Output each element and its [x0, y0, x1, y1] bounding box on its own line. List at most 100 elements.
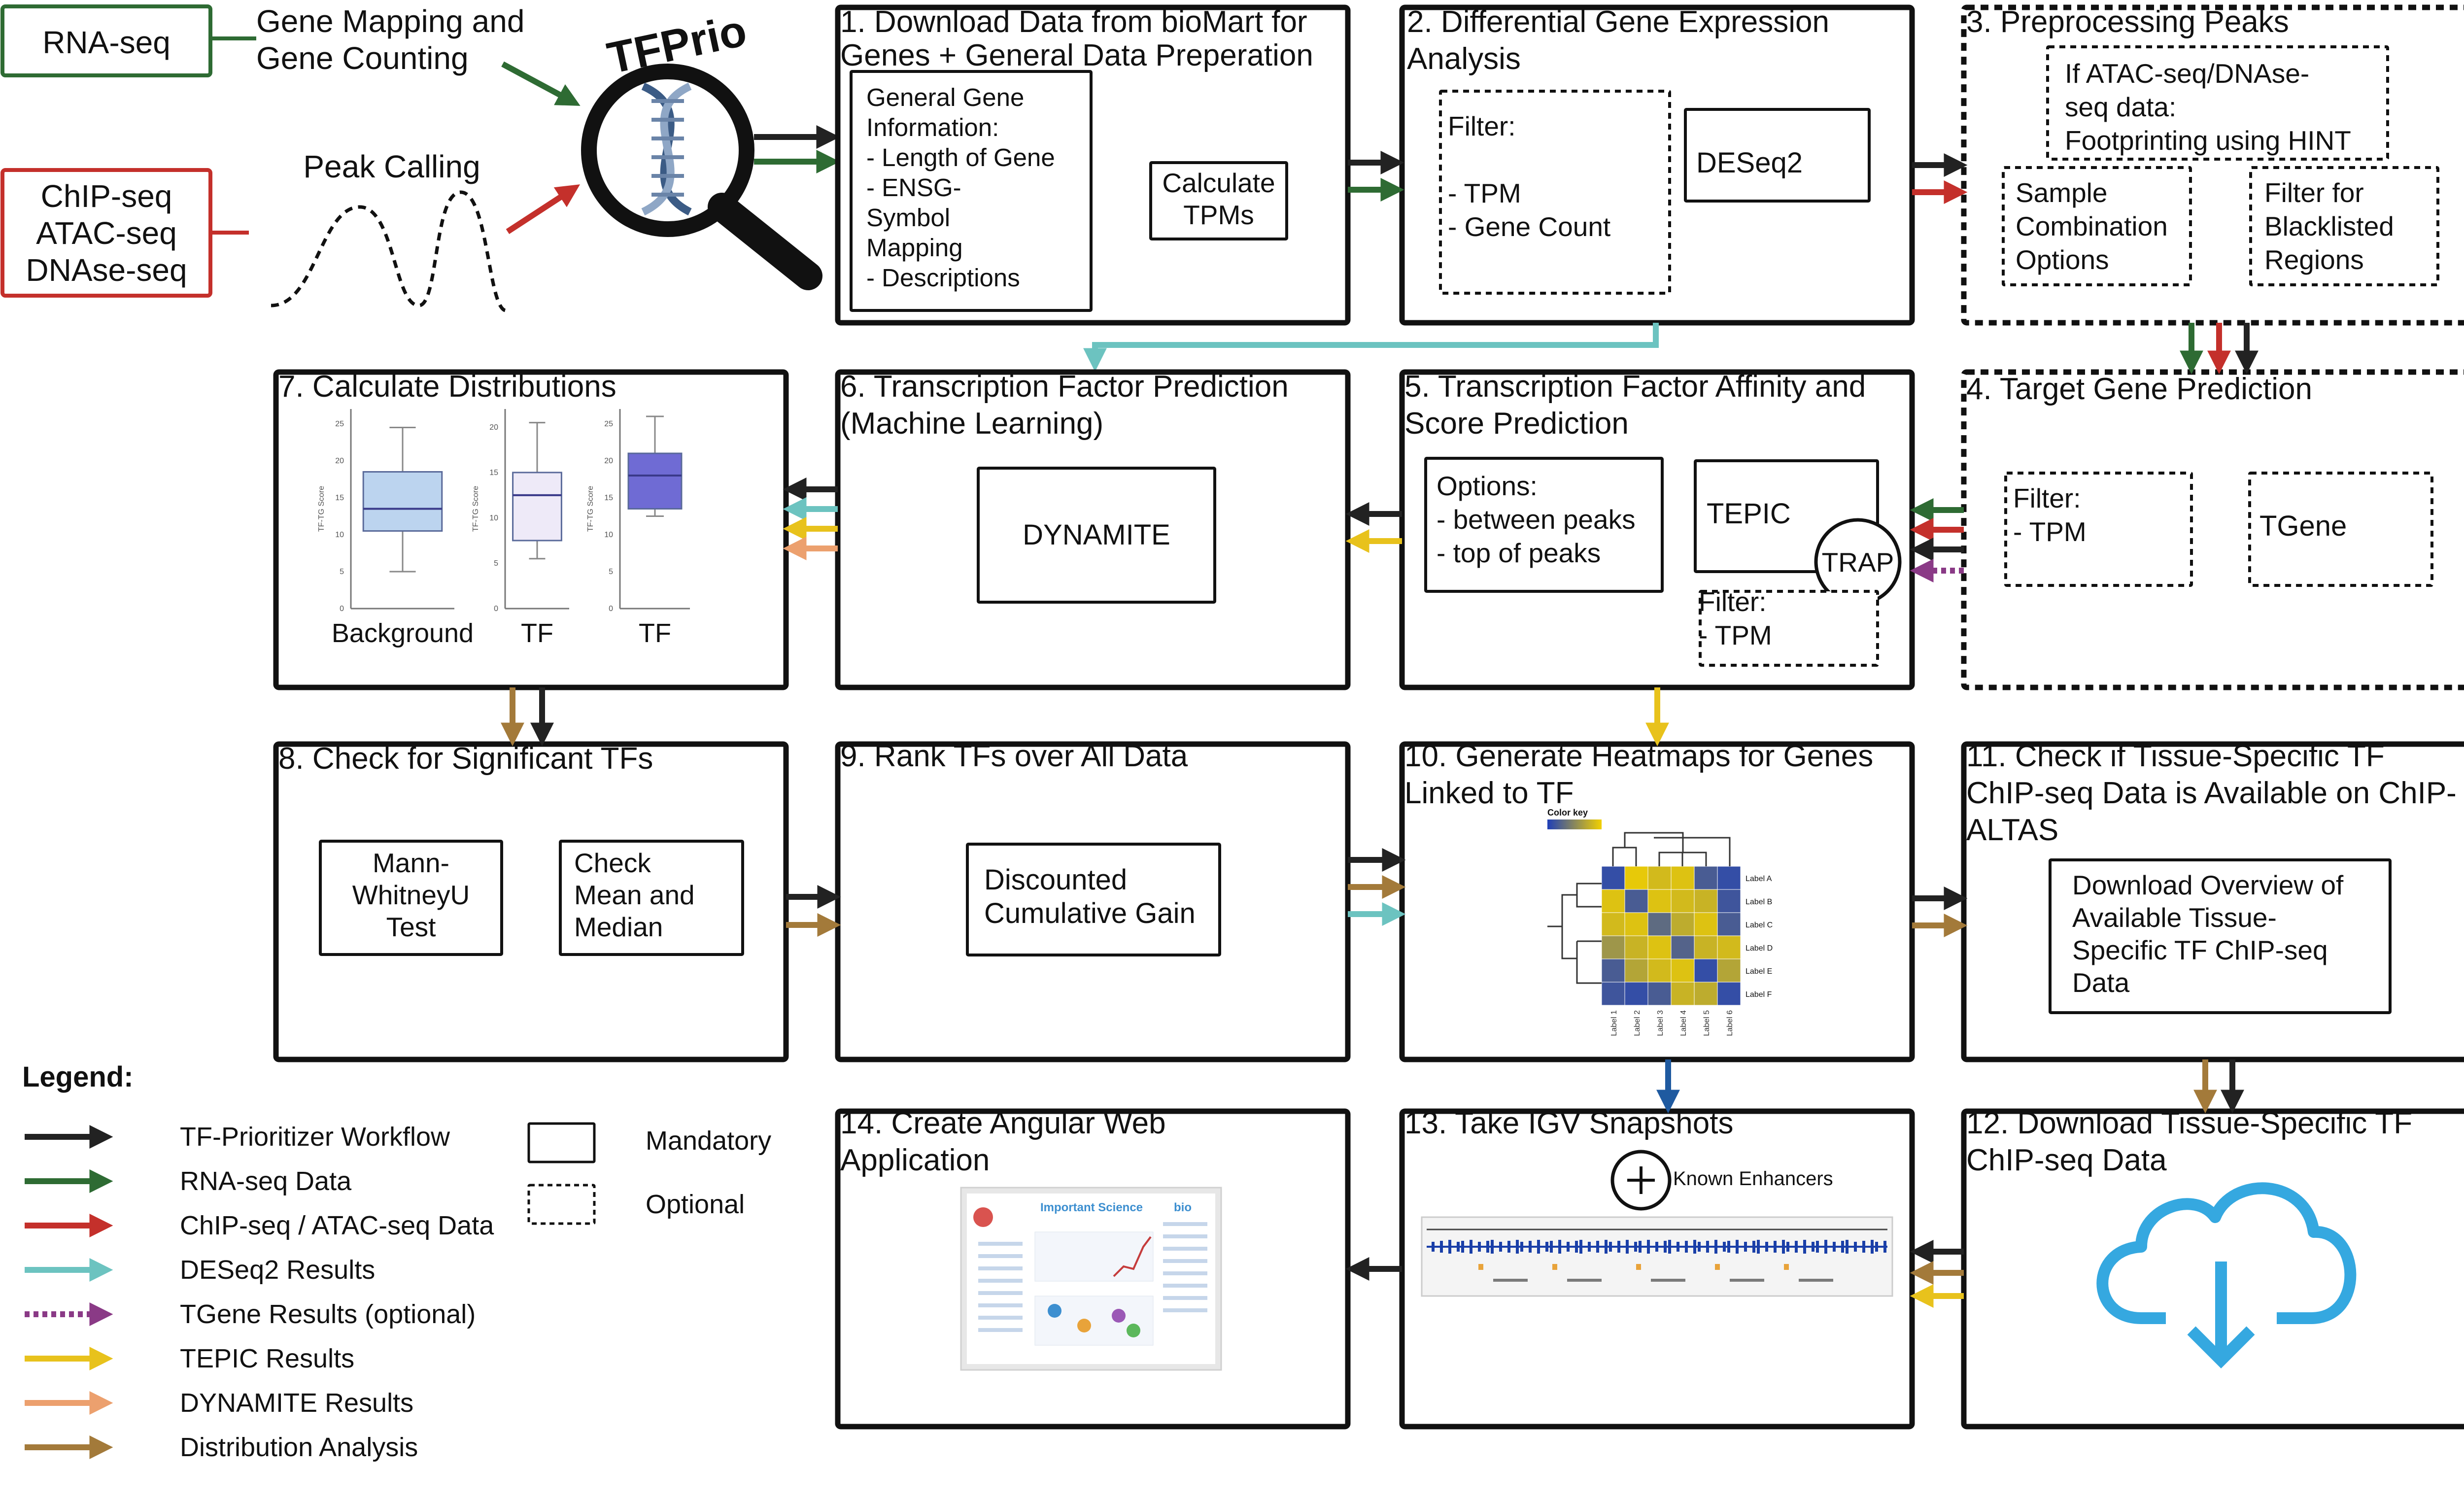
deseq2-box	[1684, 108, 1871, 203]
heatmap-cell	[1624, 866, 1648, 890]
calc-tpm-text-line: Calculate	[1162, 168, 1275, 198]
gene-info-box	[850, 70, 1093, 312]
deg-filter-text-line: - TPM	[1448, 178, 1521, 208]
heatmap-cell	[1671, 866, 1695, 890]
magnifier-handle	[708, 193, 822, 290]
legend-item-label: TEPIC Results	[180, 1344, 354, 1373]
gene-info-text-line: - ENSG-	[866, 173, 961, 202]
igv-exon	[1647, 1240, 1650, 1254]
igv-exon	[1634, 1242, 1637, 1252]
gene-mapping-label-line: Gene Counting	[256, 40, 469, 76]
gene-info-text-line: General Gene	[866, 83, 1024, 111]
step8-title: 8. Check for Significant TFs	[278, 742, 653, 776]
igv-exon	[1520, 1242, 1523, 1252]
igv-snapshot	[1421, 1216, 1893, 1297]
arrow-peak-to-logo	[506, 184, 581, 235]
igv-exon	[1774, 1241, 1777, 1253]
heatmap-col-label: Label 4	[1679, 1010, 1688, 1036]
chip-label-line: ChIP-seq	[41, 178, 172, 214]
igv-exon	[1862, 1241, 1865, 1253]
dist-tick-label: 15	[335, 494, 344, 502]
igv-exon	[1448, 1240, 1451, 1254]
dist-tick-label: 25	[604, 420, 613, 428]
step12-box	[1961, 1108, 2464, 1430]
igv-exon	[1605, 1240, 1608, 1254]
heatmap-cell	[1671, 889, 1695, 913]
step1-title-line: 1. Download Data from bioMart for	[840, 5, 1307, 39]
heatmap-cell	[1717, 889, 1741, 913]
heatmap-cell	[1647, 866, 1672, 890]
heatmap-cell	[1717, 982, 1741, 1006]
heatmap-cell	[1601, 912, 1625, 936]
poster-text-line	[978, 1266, 1023, 1270]
cloud-download-icon	[2096, 1182, 2357, 1324]
step13-title-line: 13. Take IGV Snapshots	[1404, 1106, 1734, 1140]
heatmap-row-label: Label E	[1745, 967, 1772, 976]
igv-exon	[1491, 1240, 1494, 1254]
dist-label: TF	[639, 618, 671, 648]
heatmap-cell	[1717, 935, 1741, 959]
heatmap-col-label: Label 5	[1703, 1010, 1711, 1036]
chip-atlas-text-line: Specific TF ChIP-seq	[2072, 935, 2328, 965]
igv-exon	[1752, 1241, 1755, 1253]
dist-tick-label: 0	[609, 605, 613, 613]
igv-exon	[1677, 1242, 1679, 1252]
legend-optional-swatch	[527, 1184, 596, 1225]
dist-label: TF	[521, 618, 553, 648]
hint-text-line: If ATAC-seq/DNAse-	[2065, 58, 2309, 89]
igv-exon	[1457, 1242, 1460, 1252]
igv-exon	[1440, 1241, 1443, 1253]
sample-options-text-line: Combination	[2016, 211, 2168, 241]
colorkey-label: Color key	[1547, 808, 1588, 818]
igv-exon	[1816, 1241, 1819, 1253]
igv-exon	[1507, 1241, 1510, 1253]
igv-exon	[1609, 1242, 1612, 1252]
legend-item-label: TF-Prioritizer Workflow	[180, 1122, 450, 1152]
chip-atlas-text-line: Available Tissue-	[2072, 902, 2277, 933]
deg-filter-text-line: Filter:	[1448, 111, 1516, 141]
poster-text-line	[978, 1279, 1023, 1283]
step5-title: 5. Transcription Factor Affinity andScor…	[1404, 370, 1866, 441]
dist-tick-label: 5	[609, 568, 613, 576]
step11-title-line: ALTAS	[1966, 813, 2058, 847]
igv-exon	[1812, 1242, 1814, 1252]
dist-tick-label: 25	[335, 420, 344, 428]
step2-title-line: Analysis	[1407, 42, 1521, 76]
blacklist-text-line: Regions	[2264, 244, 2364, 275]
igv-peak-label	[1493, 1279, 1528, 1282]
sample-options-text-line: Sample	[2016, 177, 2107, 208]
poster-figure	[1034, 1231, 1154, 1282]
heatmap-row-label: Label D	[1745, 944, 1773, 953]
sample-options-text-line: Options	[2016, 244, 2109, 275]
heatmap-col-label: Label 6	[1726, 1010, 1734, 1036]
mannwhitney-text-line: Mann-	[373, 848, 449, 878]
target-filter-text-line: - TPM	[2013, 516, 2087, 547]
mean-median-text-line: Check	[574, 848, 651, 878]
target-filter-box	[2004, 472, 2193, 587]
igv-exon	[1575, 1241, 1578, 1253]
igv-exon	[1846, 1240, 1848, 1254]
igv-exon	[1883, 1241, 1886, 1253]
heatmap-cell	[1717, 866, 1741, 890]
poster-dot	[1048, 1304, 1061, 1318]
tepic-label: TEPIC	[1707, 498, 1791, 530]
tepic-filter-text-line: Filter:	[1699, 586, 1767, 617]
igv-exon	[1706, 1241, 1709, 1253]
step6-title: 6. Transcription Factor Prediction(Machi…	[840, 370, 1289, 441]
dynamite-box	[977, 467, 1216, 604]
heatmap-cell	[1647, 958, 1672, 983]
poster-text-line	[978, 1291, 1023, 1295]
chip-atlas-text-line: Data	[2072, 967, 2130, 998]
dist-tick-label: 10	[604, 531, 613, 539]
poster-text-line	[1163, 1247, 1207, 1251]
dynamite-label: DYNAMITE	[1023, 519, 1170, 551]
heatmap-cell	[1601, 889, 1625, 913]
heatmap-cell	[1671, 982, 1695, 1006]
